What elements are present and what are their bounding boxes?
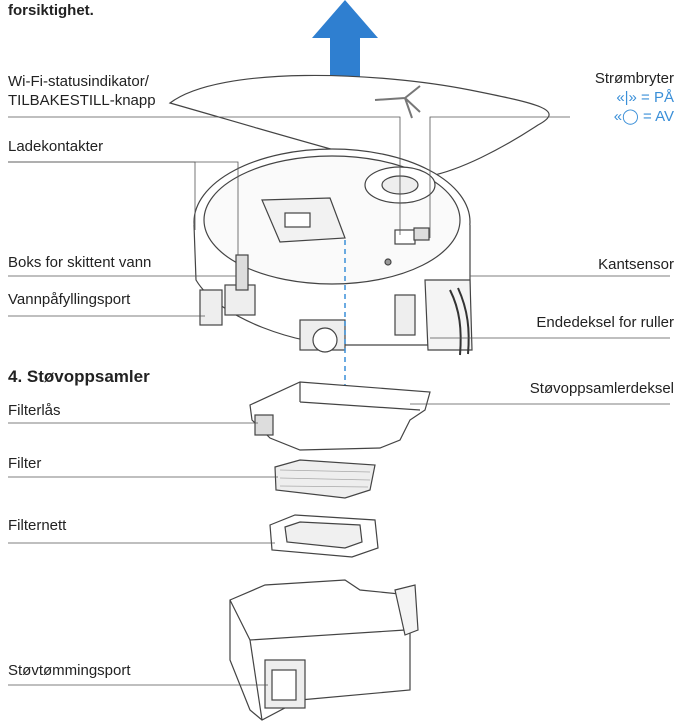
filter-part [275, 460, 375, 498]
dust-cover-part [250, 382, 430, 450]
charge-contacts-label: Ladekontakter [8, 138, 103, 156]
wifi-label-line1: Wi-Fi-statusindikator/ [8, 73, 149, 91]
filter-net-label: Filternett [8, 517, 66, 535]
roller-end-cover-label: Endedeksel for ruller [536, 314, 674, 332]
wifi-label-line2: TILBAKESTILL-knapp [8, 92, 156, 110]
dust-bin-part [230, 580, 418, 720]
lift-arrow-icon [312, 0, 378, 78]
filter-label: Filter [8, 455, 41, 473]
filter-net-part [270, 515, 378, 557]
power-off-legend: «◯ = AV [614, 108, 674, 126]
power-on-legend: «|» = PÅ [616, 89, 674, 107]
dirty-water-box-label: Boks for skittent vann [8, 254, 151, 272]
dust-cover-label: Støvoppsamlerdeksel [530, 380, 674, 398]
power-switch-title: Strømbryter [595, 70, 674, 88]
edge-sensor-label: Kantsensor [598, 256, 674, 274]
dust-emptying-port-label: Støvtømmingsport [8, 662, 131, 680]
top-text: forsiktighet. [8, 2, 94, 20]
section-heading: 4. Støvoppsamler [8, 368, 150, 386]
water-refill-port-label: Vannpåfyllingsport [8, 291, 130, 309]
filter-lock-label: Filterlås [8, 402, 61, 420]
